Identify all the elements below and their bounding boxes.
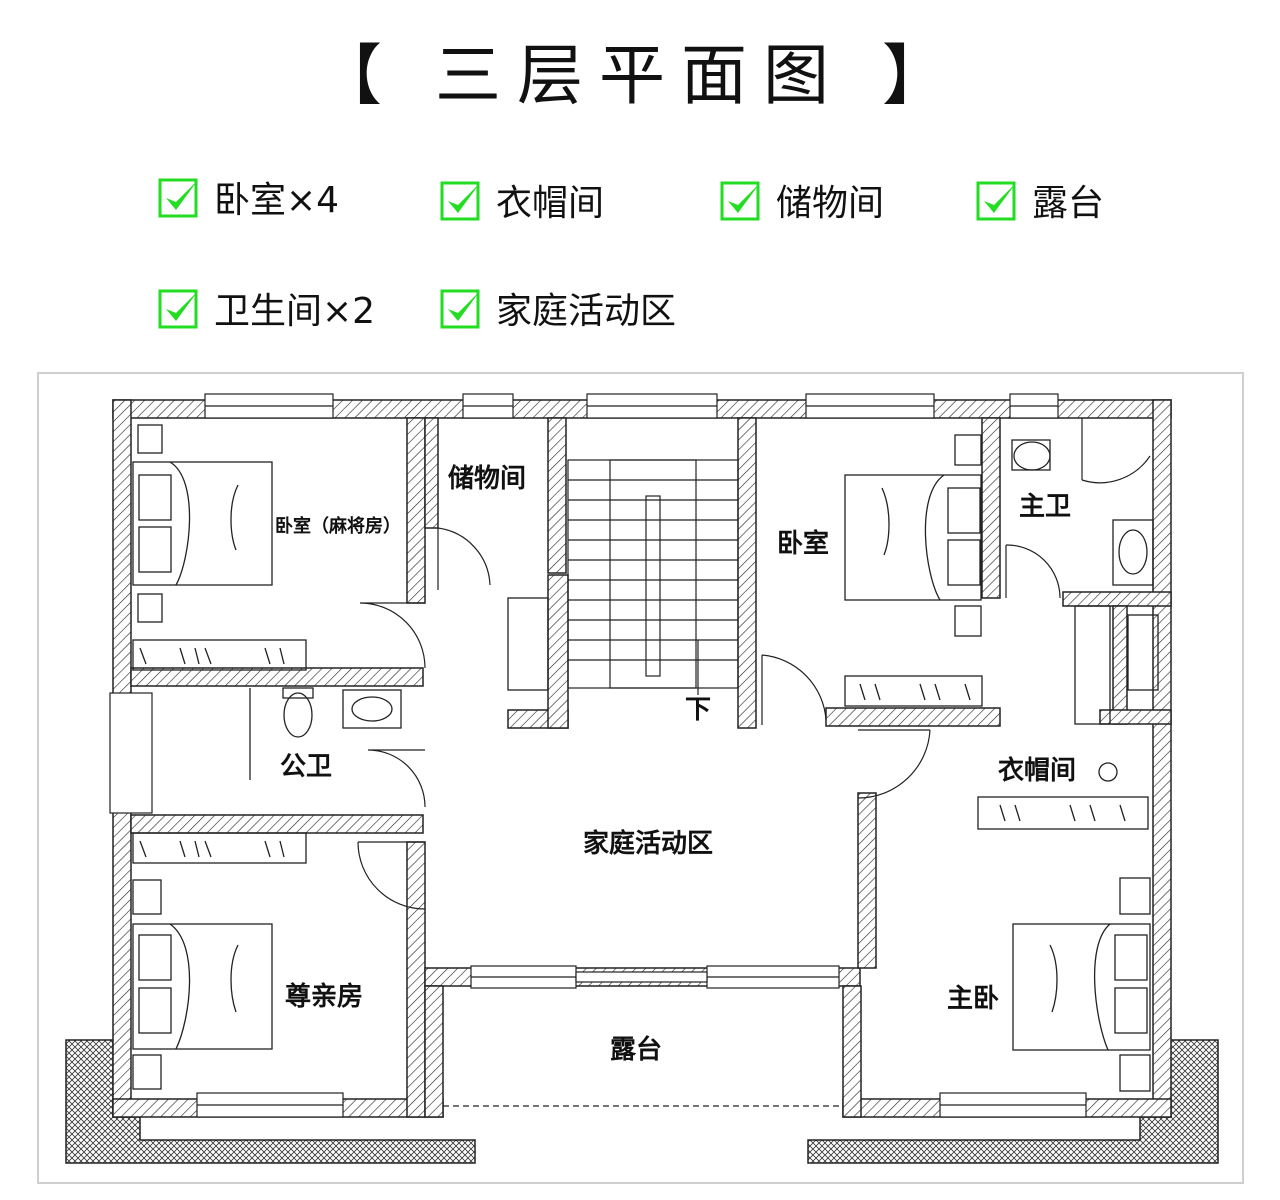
feature-bedrooms: 卧室×4: [158, 173, 339, 221]
room-label-bedroom: 卧室: [777, 528, 829, 559]
feature-label: 衣帽间: [496, 183, 605, 224]
staircase: [567, 459, 739, 695]
bath-fixtures: [249, 439, 1159, 782]
green-checkbox-icon: [440, 181, 480, 221]
room-label-storage: 储物间: [448, 463, 526, 494]
room-label-master-bedroom: 主卧: [947, 984, 999, 1014]
room-label-family-area: 家庭活动区: [583, 828, 713, 859]
feature-bathrooms: 卫生间×2: [158, 284, 375, 332]
green-checkbox-icon: [158, 178, 198, 218]
feature-label: 卧室×4: [214, 180, 340, 221]
feature-terrace: 露台: [976, 176, 1104, 224]
doors: [357, 418, 1151, 910]
room-label-public-bath: 公卫: [280, 752, 332, 782]
bed-bottom-left: [132, 879, 273, 1090]
room-label-bedroom-mahjong: 卧室（麻将房）: [275, 515, 401, 537]
page-title: 【 三层平面图 】: [316, 37, 964, 114]
bed-top-right: [844, 434, 982, 637]
bed-bottom-right: [1012, 877, 1151, 1092]
room-label-master-bath: 主卫: [1019, 492, 1071, 522]
green-checkbox-icon: [720, 181, 760, 221]
feature-family-area: 家庭活动区: [440, 284, 676, 332]
room-label-terrace: 露台: [610, 1034, 662, 1065]
stairs-down-label: 下: [685, 695, 711, 725]
windows: [109, 393, 1087, 1118]
feature-label: 储物间: [776, 183, 885, 224]
feature-storage: 储物间: [720, 176, 884, 224]
feature-label: 卫生间×2: [214, 291, 376, 332]
green-checkbox-icon: [976, 181, 1016, 221]
feature-cloakroom: 衣帽间: [440, 176, 604, 224]
bed-top-left: [132, 424, 273, 623]
green-checkbox-icon: [158, 289, 198, 329]
room-label-elder-room: 尊亲房: [285, 981, 363, 1012]
floor-plan-frame: [37, 372, 1244, 1184]
green-checkbox-icon: [440, 289, 480, 329]
feature-label: 家庭活动区: [496, 291, 677, 332]
wardrobes: [132, 605, 1149, 864]
room-label-cloakroom: 衣帽间: [998, 755, 1076, 786]
feature-label: 露台: [1032, 183, 1105, 224]
